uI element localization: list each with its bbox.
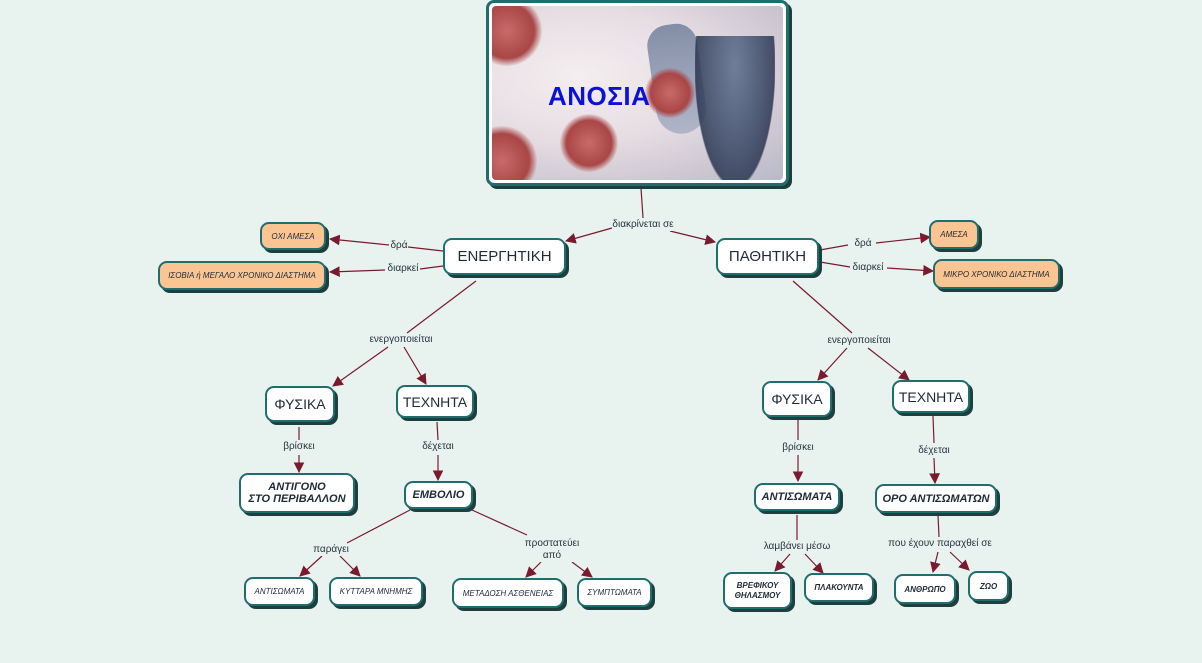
link-label: δρά <box>390 240 408 252</box>
link-label: παράγει <box>313 544 349 556</box>
connector <box>819 261 851 268</box>
node-disease-transmission[interactable]: ΜΕΤΑΔΟΣΗ ΑΣΘΕΝΕΙΑΣ <box>452 578 564 608</box>
connector <box>640 187 644 219</box>
connector <box>669 230 717 245</box>
node-antibody-serum[interactable]: ΟΡΟ ΑΝΤΙΣΩΜΑΤΩΝ <box>875 484 997 513</box>
node-passive-natural[interactable]: ΦΥΣΙΚΑ <box>762 381 832 417</box>
link-label-line: από <box>542 550 562 561</box>
connector <box>792 280 853 334</box>
connector <box>937 514 940 538</box>
connector <box>419 265 444 270</box>
connector <box>328 234 390 246</box>
connector <box>328 266 386 278</box>
node-active[interactable]: ΕΝΕΡΓΗΤΙΚΗ <box>443 238 566 275</box>
node-text-line: ΑΝΤΙΓΟΝΟ <box>268 481 326 493</box>
link-label: διακρίνεται σε <box>612 219 674 231</box>
connector <box>406 280 477 334</box>
node-antibodies-received[interactable]: ΑΝΤΙΣΩΜΑΤΑ <box>754 483 840 511</box>
node-passive[interactable]: ΠΑΘΗΤΙΚΗ <box>716 238 819 275</box>
connector <box>407 246 444 252</box>
connector <box>564 227 613 244</box>
node-memory-cells[interactable]: ΚΥΤΤΑΡΑ ΜΝΗΜΗΣ <box>329 577 423 606</box>
node-text-line: ΣΤΟ ΠΕΡΙΒΑΛΛΟΝ <box>248 493 346 505</box>
link-label: διαρκεί <box>387 263 419 275</box>
connector <box>949 551 970 571</box>
connector <box>339 555 361 577</box>
link-label-line: προστατεύει <box>524 538 580 549</box>
virus-icon <box>492 6 542 66</box>
connector <box>471 509 528 536</box>
link-label: ενεργοποιείται <box>369 334 433 346</box>
connector <box>930 551 941 574</box>
link-label: διαρκεί <box>852 262 884 274</box>
connector <box>571 561 593 578</box>
node-text-line: ΒΡΕΦΙΚΟΥ <box>736 580 779 590</box>
node-text-line: ΘΗΛΑΣΜΟΥ <box>734 590 781 600</box>
connector <box>875 232 932 244</box>
link-label: δρά <box>854 238 872 250</box>
virus-icon <box>560 114 618 172</box>
link-label: δέχεται <box>918 445 950 457</box>
connector <box>332 346 389 387</box>
diagram-title: ΑΝΟΣΙΑ <box>548 81 651 111</box>
link-label: ενεργοποιείται <box>827 335 891 347</box>
node-breastfeeding[interactable]: ΒΡΕΦΙΚΟΥ ΘΗΛΑΣΜΟΥ <box>723 572 792 609</box>
node-placenta[interactable]: ΠΛΑΚΟΥΝΤΑ <box>804 573 874 602</box>
connector <box>929 457 941 485</box>
connector <box>346 509 411 544</box>
link-label: δέχεται <box>422 441 454 453</box>
node-active-lasts-value[interactable]: ΙΣΟΒΙΑ ή ΜΕΓΑΛΟ ΧΡΟΝΙΚΟ ΔΙΑΣΤΗΜΑ <box>158 261 326 290</box>
node-animal[interactable]: ΖΩΟ <box>968 571 1009 601</box>
connector <box>819 244 849 251</box>
connector <box>886 264 935 276</box>
connector <box>403 346 427 385</box>
node-antibodies-produced[interactable]: ΑΝΤΙΣΩΜΑΤΑ <box>244 577 315 606</box>
connector <box>436 421 439 441</box>
connector <box>525 561 542 578</box>
node-symptoms[interactable]: ΣΥΜΠΤΩΜΑΤΑ <box>577 578 652 607</box>
link-label: βρίσκει <box>283 441 315 453</box>
virus-icon <box>492 126 537 180</box>
node-passive-artificial[interactable]: ΤΕΧΝΗΤΑ <box>892 380 970 413</box>
immunity-photo: ΑΝΟΣΙΑ <box>492 6 783 180</box>
node-human[interactable]: ΑΝΘΡΩΠΟ <box>894 574 956 604</box>
connector <box>804 553 824 574</box>
link-label: βρίσκει <box>782 442 814 454</box>
node-passive-lasts-value[interactable]: ΜΙΚΡΟ ΧΡΟΝΙΚΟ ΔΙΑΣΤΗΜΑ <box>933 259 1060 289</box>
connector <box>774 553 791 572</box>
node-active-natural[interactable]: ΦΥΣΙΚΑ <box>265 386 335 422</box>
connector <box>867 347 910 381</box>
node-active-acts-value[interactable]: ΟΧΙ ΑΜΕΣΑ <box>260 222 326 250</box>
connector <box>299 555 323 577</box>
root-concept-image-node[interactable]: ΑΝΟΣΙΑ <box>486 0 789 186</box>
node-active-artificial[interactable]: ΤΕΧΝΗΤΑ <box>396 385 474 418</box>
link-label: λαμβάνει μέσω <box>763 541 831 553</box>
node-vaccine[interactable]: ΕΜΒΟΛΙΟ <box>404 481 473 509</box>
node-passive-acts-value[interactable]: ΑΜΕΣΑ <box>929 220 979 249</box>
connector <box>817 347 848 381</box>
person-silhouette <box>695 36 775 180</box>
node-antigen-environment[interactable]: ΑΝΤΙΓΟΝΟ ΣΤΟ ΠΕΡΙΒΑΛΛΟΝ <box>239 473 355 513</box>
virus-icon <box>645 68 695 118</box>
connector <box>932 415 935 444</box>
link-label: προστατεύει από <box>524 538 580 562</box>
link-label: που έχουν παραχθεί σε <box>888 538 992 550</box>
